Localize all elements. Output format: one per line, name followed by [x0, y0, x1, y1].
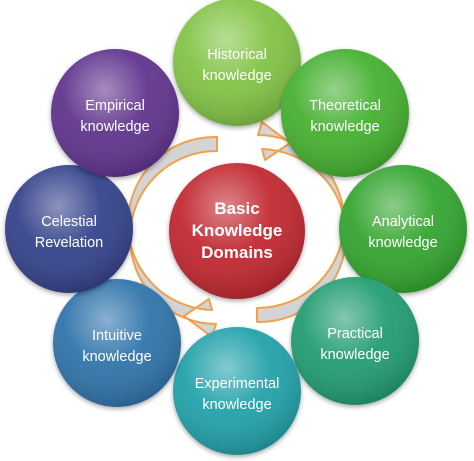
- node-empirical-label-line2: knowledge: [80, 119, 149, 135]
- node-analytical-label-line1: Analytical: [372, 214, 434, 230]
- node-analytical: Analytical knowledge: [339, 165, 467, 293]
- node-experimental-label-line1: Experimental: [195, 376, 280, 392]
- node-theoretical-shine: [281, 49, 409, 177]
- cycle-arrow-left: [127, 135, 218, 338]
- node-theoretical-label-line1: Theoretical: [309, 98, 381, 114]
- node-empirical: Empirical knowledge: [51, 49, 179, 177]
- node-intuitive: Intuitive knowledge: [53, 279, 181, 407]
- node-empirical-shine: [51, 49, 179, 177]
- node-intuitive-label-line2: knowledge: [82, 349, 151, 365]
- node-practical-shine: [291, 277, 419, 405]
- center-label-line3: Domains: [201, 243, 273, 262]
- node-historical: Historical knowledge: [173, 0, 301, 126]
- node-celestial-shine: [5, 165, 133, 293]
- node-practical: Practical knowledge: [291, 277, 419, 405]
- node-theoretical: Theoretical knowledge: [281, 49, 409, 177]
- node-intuitive-label-line1: Intuitive: [92, 328, 142, 344]
- node-intuitive-shine: [53, 279, 181, 407]
- node-practical-label-line1: Practical: [327, 326, 383, 342]
- node-historical-label-line2: knowledge: [202, 68, 271, 84]
- center-circle-shine: [169, 163, 305, 299]
- node-historical-label-line1: Historical: [207, 47, 267, 63]
- node-theoretical-label-line2: knowledge: [310, 119, 379, 135]
- node-historical-shine: [173, 0, 301, 126]
- node-practical-label-line2: knowledge: [320, 347, 389, 363]
- center-node: Basic Knowledge Domains: [169, 163, 305, 299]
- node-celestial-label-line2: Revelation: [35, 235, 104, 251]
- node-experimental-shine: [173, 327, 301, 455]
- node-analytical-shine: [339, 165, 467, 293]
- node-analytical-label-line2: knowledge: [368, 235, 437, 251]
- node-experimental: Experimental knowledge: [173, 327, 301, 455]
- center-label-line1: Basic: [214, 199, 259, 218]
- node-celestial-label-line1: Celestial: [41, 214, 97, 230]
- node-experimental-label-line2: knowledge: [202, 397, 271, 413]
- center-label-line2: Knowledge: [192, 221, 283, 240]
- node-empirical-label-line1: Empirical: [85, 98, 145, 114]
